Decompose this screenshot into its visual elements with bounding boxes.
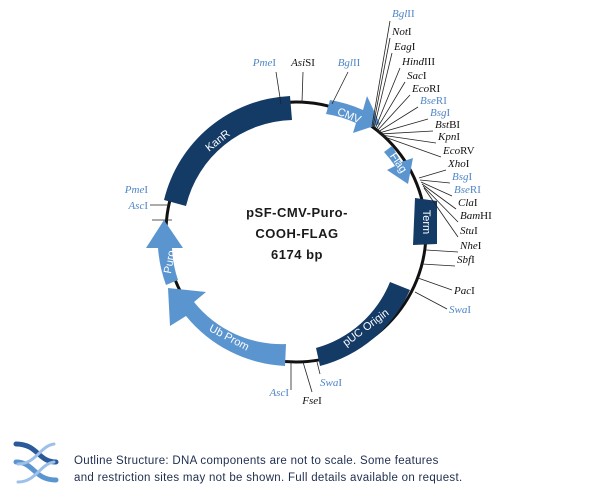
site-leader-lines	[150, 20, 459, 393]
restriction-site-stui: StuI	[460, 225, 478, 237]
restriction-site-noti: NotI	[391, 26, 412, 38]
feature-flag-shape[interactable]	[384, 146, 413, 184]
restriction-site-bsgi: BsgI	[452, 171, 473, 183]
feature-term-label: Term	[420, 210, 432, 234]
restriction-site-ecori: EcoRI	[411, 83, 440, 95]
restriction-site-pmei: PmeI	[124, 184, 149, 196]
feature-cmv-shape[interactable]	[326, 96, 380, 133]
plasmid-name-line1: pSF-CMV-Puro-	[246, 205, 348, 220]
feature-ubprom-shape[interactable]	[168, 288, 286, 366]
restriction-site-clai: ClaI	[458, 197, 478, 209]
restriction-site-xhoi: XhoI	[447, 158, 470, 170]
feature-puc-shape[interactable]	[316, 282, 410, 366]
restriction-site-ecorv: EcoRV	[442, 145, 475, 157]
restriction-site-hindiii: HindIII	[401, 56, 435, 68]
restriction-site-bglii: BglII	[392, 8, 415, 20]
feature-kanr-shape[interactable]	[164, 96, 292, 206]
footer-line-1: Outline Structure: DNA components are no…	[74, 455, 439, 467]
restriction-site-bsgi: BsgI	[430, 107, 451, 119]
restriction-site-asci: AscI	[268, 387, 289, 399]
dna-logo-icon	[13, 441, 59, 484]
footer-line-2: and restriction sites may not be shown. …	[74, 472, 463, 484]
restriction-site-swai: SwaI	[320, 377, 342, 389]
restriction-site-swai: SwaI	[449, 304, 471, 316]
restriction-site-saci: SacI	[407, 70, 427, 82]
plasmid-size: 6174 bp	[271, 247, 323, 262]
feature-term-shape[interactable]	[413, 198, 437, 245]
restriction-site-bamhi: BamHI	[460, 210, 492, 222]
restriction-site-bglii: BglII	[338, 57, 361, 69]
restriction-site-asci: AscI	[127, 200, 148, 212]
restriction-site-asisi: AsiSI	[290, 57, 315, 69]
restriction-site-bseri: BseRI	[454, 184, 481, 196]
plasmid-map: KanR CMV Flag Term pUC Origin Ub Prom Pu…	[124, 8, 492, 407]
restriction-site-bseri: BseRI	[420, 95, 447, 107]
restriction-site-sbfi: SbfI	[457, 254, 475, 266]
plasmid-name-line2: COOH-FLAG	[255, 226, 338, 241]
restriction-site-fsei: FseI	[301, 395, 322, 407]
restriction-site-eagi: EagI	[393, 41, 416, 53]
restriction-site-nhei: NheI	[459, 240, 482, 252]
feature-puro-shape[interactable]	[146, 220, 183, 285]
footer-note: Outline Structure: DNA components are no…	[74, 453, 594, 487]
feature-puro-label: Puro	[162, 249, 178, 274]
restriction-site-bstbi: BstBI	[435, 119, 460, 131]
restriction-site-paci: PacI	[453, 285, 475, 297]
restriction-site-kpni: KpnI	[437, 131, 460, 143]
restriction-site-pmei: PmeI	[252, 57, 277, 69]
